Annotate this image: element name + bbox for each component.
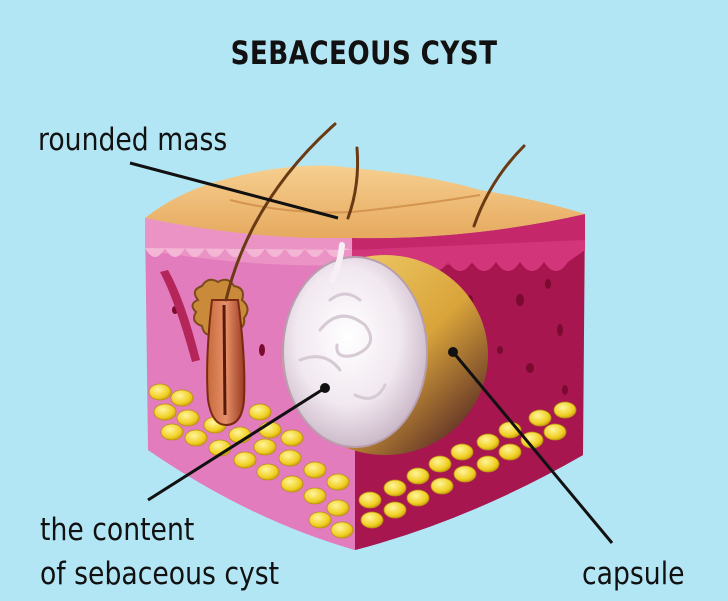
label-rounded-mass: rounded mass: [38, 122, 228, 158]
hairs: [224, 122, 526, 302]
pointer-lines: [129, 161, 614, 544]
hair-follicle: [206, 299, 246, 427]
arrector-muscle: [160, 270, 200, 362]
label-content-line1: the content: [40, 512, 195, 548]
pointer-content: [147, 386, 326, 502]
label-content-line2: of sebaceous cyst: [40, 556, 280, 592]
pointer-rounded-mass: [129, 161, 339, 220]
pointer-content-dot: [320, 383, 330, 393]
dermal-papillae-left: [145, 248, 352, 257]
diagram-title: SEBACEOUS CYST: [230, 34, 498, 72]
label-capsule: capsule: [582, 556, 685, 592]
sebaceous-cyst: [282, 242, 488, 455]
cyst-content: [282, 256, 428, 448]
blood-vessels: [172, 279, 568, 395]
pointer-capsule-dot: [448, 347, 458, 357]
pointer-capsule: [451, 351, 614, 544]
fat-layer: [148, 383, 583, 550]
